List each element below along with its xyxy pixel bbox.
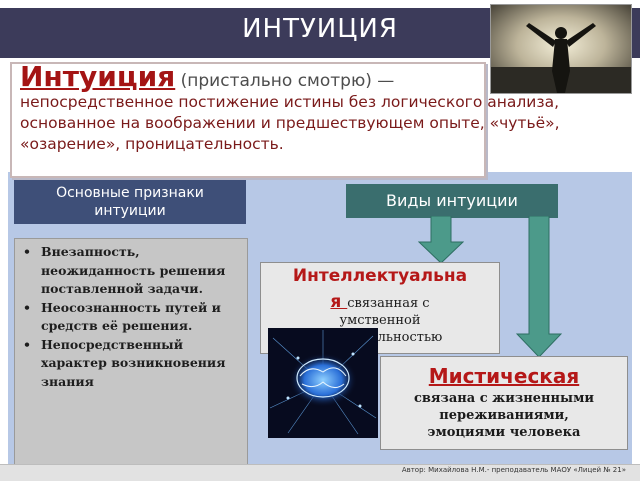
intellectual-title-tail: я: [330, 292, 348, 312]
intellectual-title: Интеллектуальна: [292, 266, 468, 286]
list-item-text: Внезапность, неожиданность решения поста…: [41, 244, 226, 296]
mystical-intuition-box: [380, 356, 628, 450]
signs-list: • Внезапность, неожиданность решения пост…: [14, 238, 248, 472]
intellectual-description: я связанная с умственной льностью: [264, 294, 496, 346]
bullet-icon: •: [23, 299, 31, 315]
mystical-title: Мистическая: [428, 364, 580, 388]
silhouette-photo: [490, 4, 632, 94]
list-item: • Непосредственный характер возникновения…: [23, 336, 243, 392]
list-item-text: Непосредственный характер возникновения …: [41, 336, 226, 389]
signs-heading: Основные признаки интуиции: [14, 180, 246, 224]
author-credit: Автор: Михайлова Н.М.- преподаватель МАО…: [401, 466, 626, 474]
arrow-down-left-icon: [418, 216, 464, 264]
intellectual-desc-line2: умственной: [339, 313, 421, 328]
arrow-down-right-icon: [516, 216, 562, 358]
mystical-desc-line3: эмоциями человека: [427, 425, 581, 440]
signs-heading-line1: Основные признаки: [56, 185, 204, 201]
signs-heading-line2: интуиции: [94, 203, 166, 219]
slide-title: ИНТУИЦИЯ: [242, 14, 398, 44]
definition-box: [10, 62, 486, 178]
types-heading: Виды интуиции: [346, 184, 558, 218]
definition-term: Интуиция: [20, 60, 176, 93]
definition-etymology: (пристально смотрю) —: [175, 71, 395, 91]
intellectual-desc-line1: связанная с: [347, 296, 430, 311]
footer-bar: [0, 464, 640, 481]
bullet-icon: •: [23, 336, 31, 352]
list-item-text: Неосознанность путей и средств её решени…: [41, 299, 221, 334]
glowing-brain-image: [268, 328, 378, 438]
bullet-icon: •: [23, 244, 31, 259]
list-item: • Внезапность, неожиданность решения пост…: [23, 243, 243, 299]
mystical-description: связана с жизненными переживаниями, эмоц…: [380, 390, 628, 441]
list-item: • Неосознанность путей и средств её решен…: [23, 299, 243, 336]
mystical-desc-line2: переживаниями,: [439, 408, 569, 423]
intellectual-desc-line3: льностью: [377, 330, 443, 345]
mystical-desc-line1: связана с жизненными: [413, 391, 595, 406]
definition-text: непосредственное постижение истины без л…: [20, 93, 560, 153]
definition: Интуиция (пристально смотрю) — непосредс…: [20, 63, 580, 155]
